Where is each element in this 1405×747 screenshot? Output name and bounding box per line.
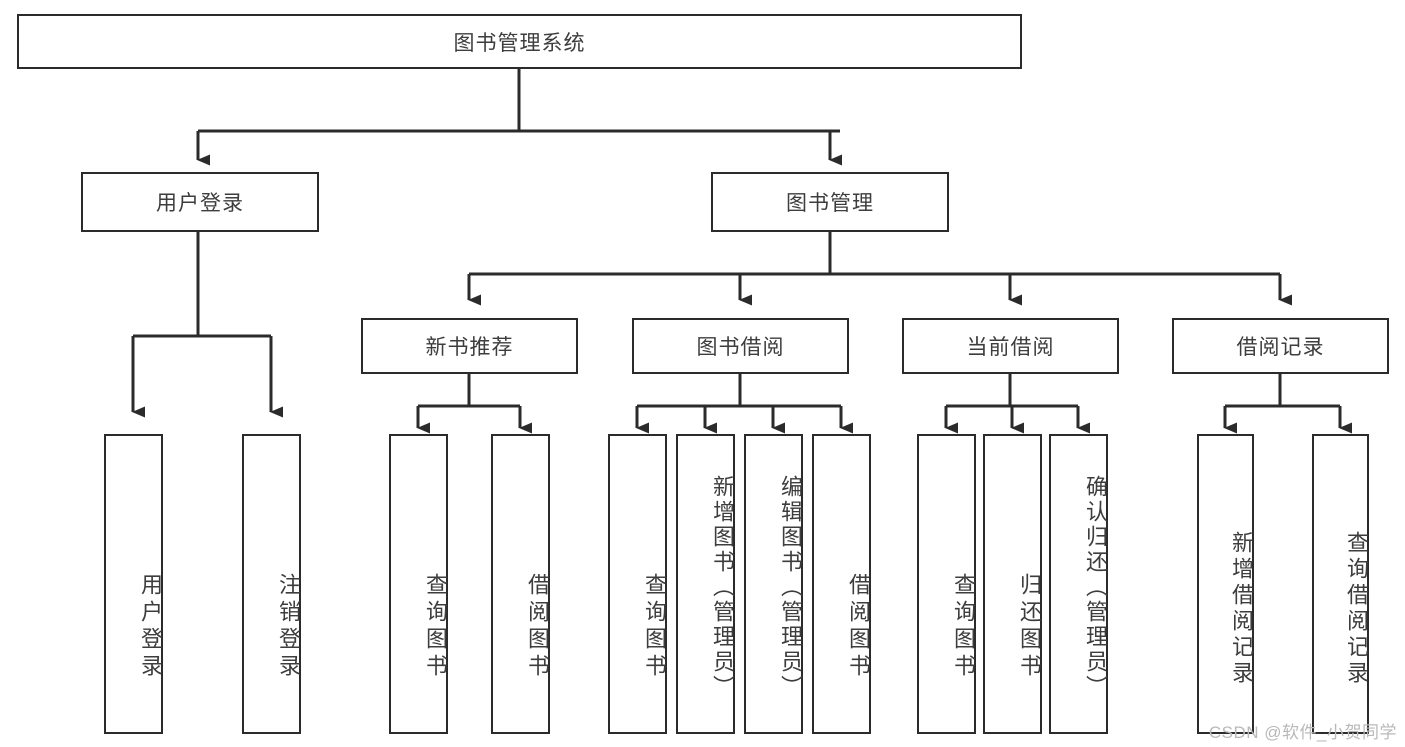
node-label: 确认归还（管理员） bbox=[1083, 474, 1108, 700]
node-label: 查询图书 bbox=[423, 573, 448, 681]
node-label: 图书管理 bbox=[786, 192, 874, 215]
node-label: 用户登录 bbox=[138, 573, 163, 681]
leaf-user-login-signin[interactable]: 用户登录 bbox=[104, 434, 163, 734]
leaf-recommend-borrow-book[interactable]: 借阅图书 bbox=[491, 434, 550, 734]
node-label: 归还图书 bbox=[1017, 573, 1042, 681]
leaf-current-return-book[interactable]: 归还图书 bbox=[983, 434, 1042, 734]
node-user-login[interactable]: 用户登录 bbox=[81, 172, 319, 232]
node-label: 编辑图书（管理员） bbox=[778, 474, 803, 700]
node-book-borrow[interactable]: 图书借阅 bbox=[632, 318, 849, 374]
node-current-borrow[interactable]: 当前借阅 bbox=[902, 318, 1119, 374]
node-label: 图书借阅 bbox=[696, 336, 785, 359]
node-label: 用户登录 bbox=[156, 192, 244, 215]
leaf-records-add-record[interactable]: 新增借阅记录 bbox=[1197, 434, 1254, 734]
node-borrow-records[interactable]: 借阅记录 bbox=[1172, 318, 1389, 374]
node-label: 借阅图书 bbox=[525, 573, 550, 681]
node-label: 查询图书 bbox=[642, 573, 667, 681]
leaf-borrow-edit-book[interactable]: 编辑图书（管理员） bbox=[744, 434, 803, 734]
node-label: 新增图书（管理员） bbox=[710, 474, 735, 700]
node-label: 图书管理系统 bbox=[453, 31, 586, 55]
node-label: 借阅图书 bbox=[846, 573, 871, 681]
node-label: 新增借阅记录 bbox=[1229, 531, 1254, 687]
leaf-user-login-signout[interactable]: 注销登录 bbox=[242, 434, 301, 734]
node-label: 查询借阅记录 bbox=[1344, 531, 1369, 687]
node-label: 注销登录 bbox=[276, 573, 301, 681]
leaf-current-query-book[interactable]: 查询图书 bbox=[917, 434, 976, 734]
node-new-book-recommend[interactable]: 新书推荐 bbox=[361, 318, 578, 374]
leaf-current-confirm-return[interactable]: 确认归还（管理员） bbox=[1049, 434, 1108, 734]
watermark-text: CSDN @软件_小贺同学 bbox=[1208, 723, 1397, 742]
leaf-records-query-record[interactable]: 查询借阅记录 bbox=[1312, 434, 1369, 734]
node-book-management[interactable]: 图书管理 bbox=[711, 172, 949, 232]
leaf-borrow-borrow-book[interactable]: 借阅图书 bbox=[812, 434, 871, 734]
node-label: 查询图书 bbox=[951, 573, 976, 681]
node-label: 当前借阅 bbox=[966, 336, 1055, 359]
node-label: 新书推荐 bbox=[425, 336, 514, 359]
node-root-system[interactable]: 图书管理系统 bbox=[17, 14, 1022, 69]
leaf-recommend-query-book[interactable]: 查询图书 bbox=[389, 434, 448, 734]
node-label: 借阅记录 bbox=[1236, 336, 1325, 359]
leaf-borrow-add-book[interactable]: 新增图书（管理员） bbox=[676, 434, 735, 734]
leaf-borrow-query-book[interactable]: 查询图书 bbox=[608, 434, 667, 734]
